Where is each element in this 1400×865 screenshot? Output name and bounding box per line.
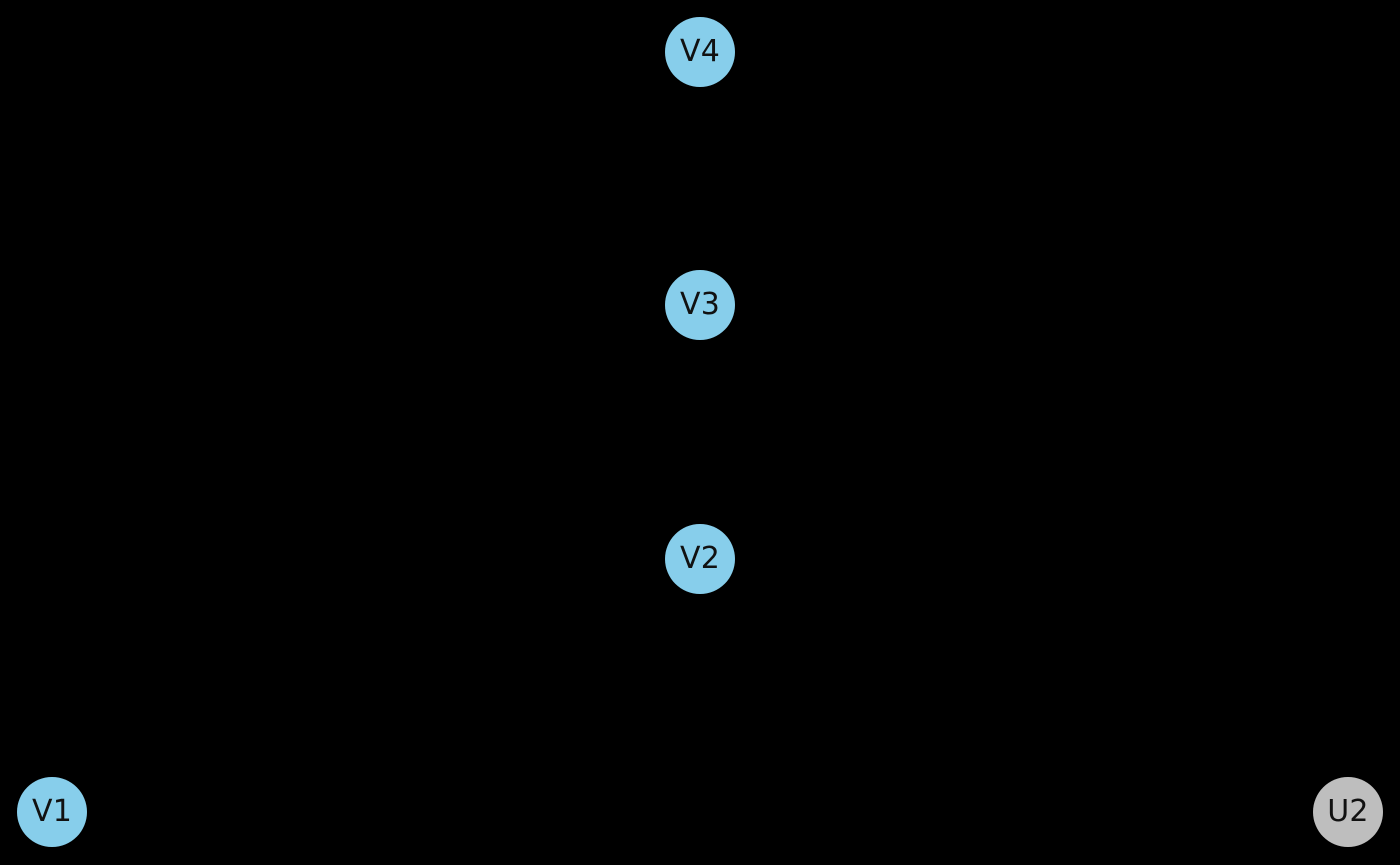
node-label-u2: U2 <box>1327 794 1369 829</box>
node-label-v2: V2 <box>679 541 720 576</box>
graph-node-u2[interactable]: U2 <box>1313 777 1383 847</box>
graph-node-v1[interactable]: V1 <box>17 777 87 847</box>
graph-node-v2[interactable]: V2 <box>665 524 735 594</box>
node-label-v1: V1 <box>31 794 72 829</box>
graph-node-v3[interactable]: V3 <box>665 270 735 340</box>
graph-node-v4[interactable]: V4 <box>665 17 735 87</box>
node-label-v3: V3 <box>679 287 720 322</box>
node-label-v4: V4 <box>679 34 720 69</box>
